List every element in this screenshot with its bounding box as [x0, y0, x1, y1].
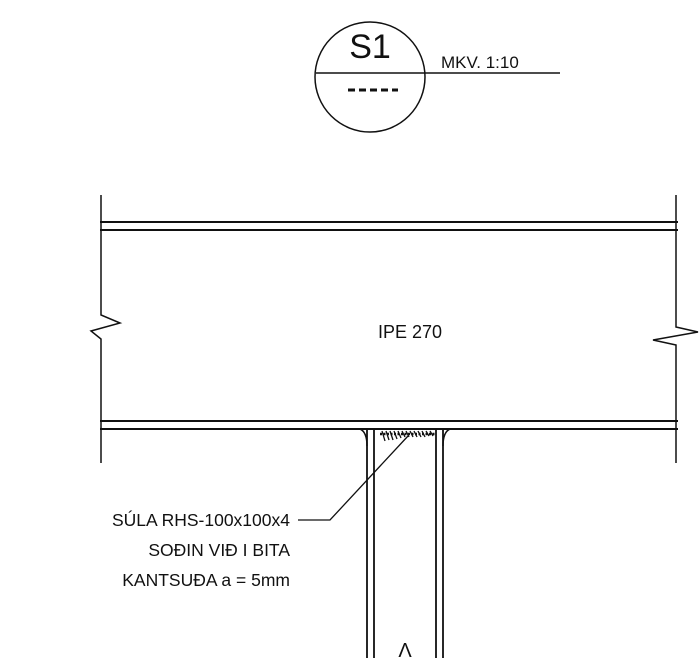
detail-marker-id: S1	[349, 28, 391, 66]
detail-scale-label: MKV. 1:10	[441, 53, 519, 72]
column-annotation: SÚLA RHS-100x100x4 SOÐIN VIÐ I BITA KANT…	[112, 509, 290, 590]
beam-right-break-line	[652, 195, 699, 463]
column-left-weld-fillet	[359, 428, 368, 447]
annotation-line-3: KANTSUÐA a = 5mm	[122, 570, 290, 590]
beam-profile-label: IPE 270	[378, 322, 442, 342]
weld-hatching	[380, 430, 436, 442]
column-right-weld-fillet	[442, 428, 451, 447]
column: Λ	[359, 428, 451, 658]
detail-marker-circle	[314, 21, 426, 133]
annotation-line-2: SOÐIN VIÐ I BITA	[148, 540, 290, 560]
column-section-mark: Λ	[398, 640, 412, 658]
annotation-leader-line	[298, 435, 409, 521]
detail-marker: S1 MKV. 1:10	[314, 21, 560, 133]
annotation-line-1: SÚLA RHS-100x100x4	[112, 509, 290, 530]
beam-left-break-line	[89, 195, 123, 463]
beam: IPE 270	[89, 195, 699, 463]
